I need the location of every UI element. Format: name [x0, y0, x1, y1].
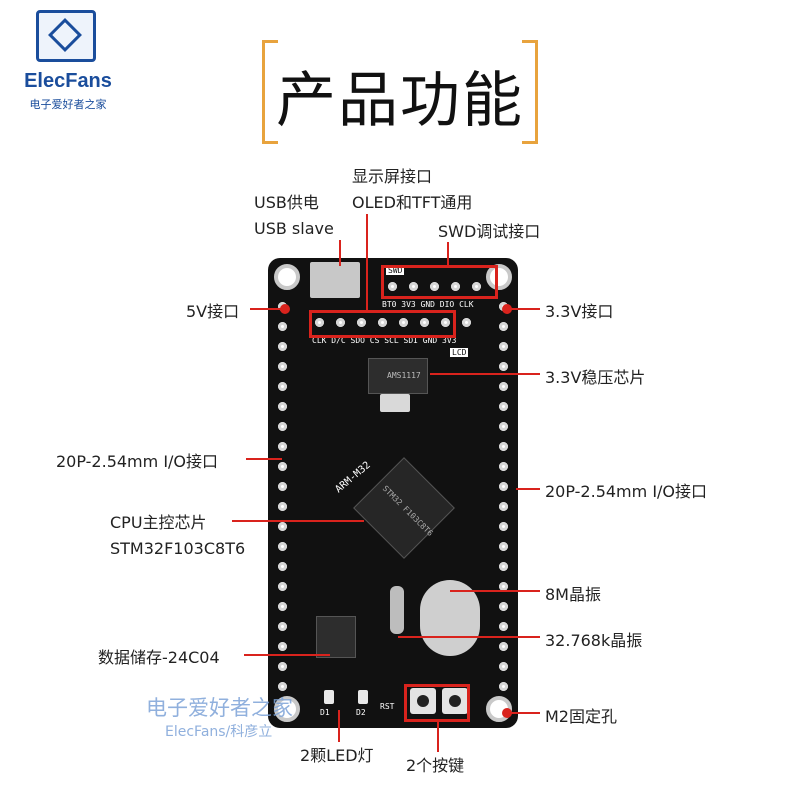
mount-hole-tr [486, 264, 512, 290]
leds-label: 2颗LED灯 [300, 746, 374, 765]
reset-button [410, 688, 436, 714]
crystal-32k-label: 32.768k晶振 [545, 631, 643, 650]
mount-hole-tl [274, 264, 300, 290]
logo-emblem-icon [36, 10, 96, 62]
led-d2 [358, 690, 368, 704]
buttons-label: 2个按键 [406, 756, 465, 775]
mount-hole-bl [274, 696, 300, 722]
io-right-label: 20P-2.54mm I/O接口 [545, 482, 708, 501]
usb-connector [310, 262, 360, 298]
crystal-8m [420, 580, 480, 656]
mcu-mark: ARM-M32 [333, 459, 373, 496]
swd-pin-labels: BT0 3V3 GND DIO CLK [382, 300, 474, 309]
watermark-cn: 电子爱好者之家 [146, 696, 293, 720]
regulator-label: 3.3V稳压芯片 [545, 368, 646, 387]
crystal-8m-label: 8M晶振 [545, 585, 601, 604]
eeprom-label: 数据储存-24C04 [98, 648, 220, 667]
swd-label: SWD调试接口 [438, 222, 541, 241]
m2-hole-label: M2固定孔 [545, 707, 617, 726]
lcd-tag: LCD [450, 348, 469, 357]
cpu-label: CPU主控芯片 STM32F103C8T6 [110, 513, 246, 558]
rst-label: RST [380, 702, 395, 711]
watermark-en: ElecFans/科彦立 [165, 724, 273, 740]
regulator-tab [380, 394, 410, 412]
5v-label: 5V接口 [186, 302, 240, 321]
usb-label: USB供电 USB slave [254, 193, 334, 238]
swd-highlight [381, 265, 498, 299]
led-d1-label: D1 [320, 708, 330, 717]
lcd-highlight [309, 310, 456, 338]
title-frame: 产品功能 [262, 40, 538, 144]
led-d2-label: D2 [356, 708, 366, 717]
display-label: 显示屏接口 OLED和TFT通用 [352, 167, 473, 212]
led-d1 [324, 690, 334, 704]
mcu-chip: STM32 F103C8T6 [353, 457, 455, 559]
buttons-highlight [404, 684, 470, 722]
lcd-pin-labels: CLK D/C SDO CS SCL SDI GND 3V3 [312, 336, 457, 345]
regulator-chip: AMS1117 [368, 358, 428, 394]
crystal-32k [390, 586, 404, 634]
logo-name: ElecFans [24, 70, 112, 92]
io-left-label: 20P-2.54mm I/O接口 [56, 452, 219, 471]
logo-tagline: 电子爱好者之家 [29, 98, 107, 111]
user-button [442, 688, 468, 714]
page-title: 产品功能 [276, 66, 524, 136]
elecfans-logo: ElecFans 电子爱好者之家 [8, 8, 128, 111]
3v3-label: 3.3V接口 [545, 302, 614, 321]
eeprom-chip [316, 616, 356, 658]
swd-tag: SWD [386, 266, 405, 275]
